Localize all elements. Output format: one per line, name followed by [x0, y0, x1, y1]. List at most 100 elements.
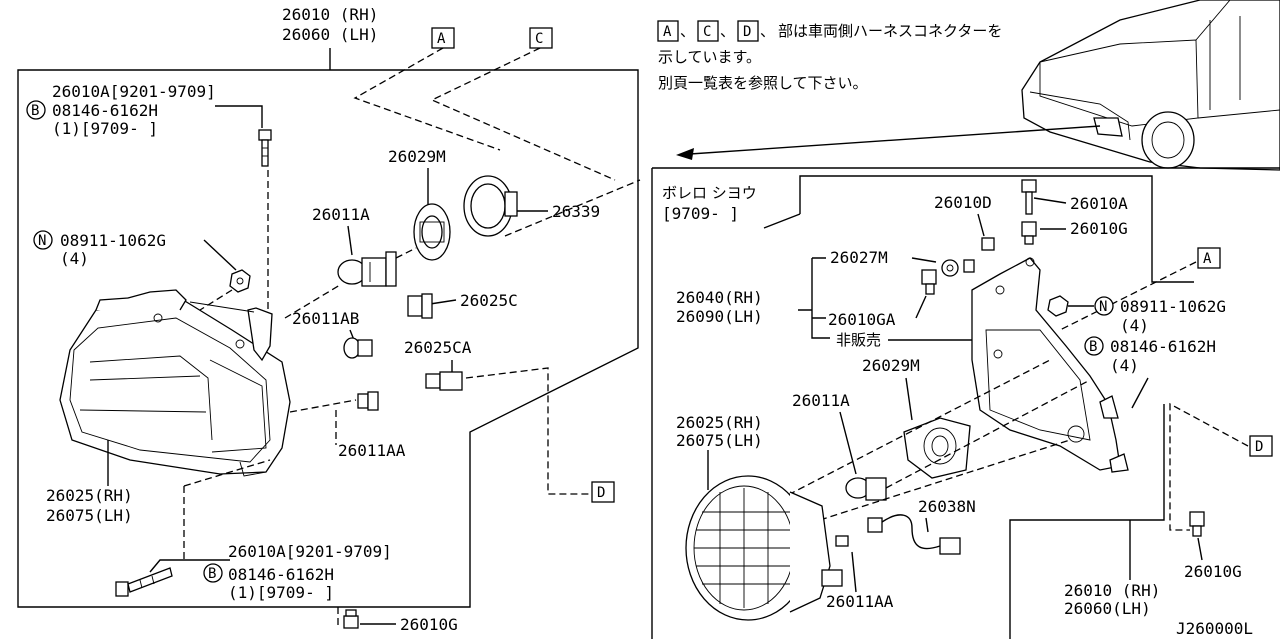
right-08146-label: 08146-6162H [1110, 337, 1216, 356]
right-26025-rh-label: 26025(RH) [676, 413, 763, 432]
left-26010A-top-label: 26010A[9201-9709] [52, 82, 216, 101]
right-08911-qty: (4) [1120, 316, 1149, 335]
left-26010G-label: 26010G [400, 615, 458, 634]
axis-dash-3 [504, 179, 641, 237]
left-08911-label: 08911-1062G [60, 231, 166, 250]
left-08911-qty: (4) [60, 249, 89, 268]
leader-26027M [911, 257, 937, 263]
leader-26011A [347, 225, 353, 256]
right-26038N-label: 26038N [918, 497, 976, 516]
left-26011AA-label: 26011AA [338, 441, 406, 460]
right-not-sold-label: 非販売 [836, 331, 881, 349]
svg-text:N: N [38, 233, 46, 249]
right-frame [651, 167, 1280, 639]
svg-text:A: A [1203, 251, 1212, 267]
left-08146-bottom-label: 08146-6162H [228, 565, 334, 584]
leader-nut-dash [199, 289, 233, 311]
right-26010-rh-label: 26010 (RH) [1064, 581, 1160, 600]
axis-dash-1 [395, 247, 417, 259]
leader-bolt-top [215, 105, 263, 128]
right-26010G-bottom-label: 26010G [1184, 562, 1242, 581]
right-08911-label: 08911-1062G [1120, 297, 1226, 316]
connector-box-d: D [591, 481, 615, 503]
bulb-26011A-icon [337, 251, 397, 287]
right-26040-rh-label: 26040(RH) [676, 288, 763, 307]
svg-text:N: N [1099, 299, 1107, 315]
socket-26029M-icon [413, 203, 451, 261]
left-26011A-label: 26011A [312, 205, 370, 224]
leader-26038N [925, 517, 929, 533]
note-box-c: C [703, 24, 711, 40]
right-26010A-label: 26010A [1070, 194, 1128, 213]
right-subframe-2 [763, 213, 1165, 639]
clip-26010G-icon [343, 609, 359, 629]
left-26011AB-label: 26011AB [292, 309, 359, 328]
connector-box-a: A [1197, 247, 1221, 269]
leader-26029M-right [905, 377, 913, 421]
bulb-26011AB-icon [343, 337, 373, 359]
left-frame [17, 69, 639, 608]
leader-bolt-bottom-dash2 [183, 459, 271, 487]
right-26011AA-label: 26011AA [826, 592, 894, 611]
grommet-26027M-icon [941, 259, 975, 277]
right-26029M-label: 26029M [862, 356, 920, 375]
note-box-a: A [663, 24, 672, 40]
left-top-lh-label: 26060 (LH) [282, 25, 378, 44]
vehicle-icon [1021, 0, 1280, 171]
svg-text:、: 、 [680, 22, 695, 40]
right-26010D-label: 26010D [934, 193, 992, 212]
clip-26010G-icon [1021, 221, 1037, 245]
circle-b-icon: B [1084, 336, 1104, 356]
leader-26010G-bottom [1197, 537, 1203, 561]
mounting-bracket-icon [971, 257, 1129, 473]
left-08146-bottom-qty: (1)[9709- ] [228, 583, 334, 602]
leader-26011AA-dash [289, 399, 357, 413]
leader-08911 [203, 239, 237, 271]
svg-text:A: A [437, 31, 446, 47]
svg-text:D: D [597, 485, 605, 501]
leader-26011AA-right [851, 551, 857, 593]
circle-b-icon: B [26, 100, 46, 120]
socket-26025CA-icon [425, 371, 463, 391]
left-08146-top-label: 08146-6162H [52, 101, 158, 120]
right-panel: ボレロ シヨウ [9709- ] A D 26010D 26010A 26010… [651, 167, 1280, 639]
leader-d-left [465, 367, 590, 495]
circle-n-icon: N [1094, 296, 1114, 316]
diagram-code: J260000L [1176, 619, 1253, 638]
bolt-26010D-icon [981, 237, 995, 251]
left-panel: 26010 (RH) 26060 (LH) A C 26010A[9201-97… [17, 5, 641, 634]
circle-n-icon: N [33, 230, 53, 250]
svg-text:C: C [535, 31, 543, 47]
leader-a-right [1059, 261, 1197, 331]
svg-text:、: 、 [760, 22, 775, 40]
left-26339-label: 26339 [552, 202, 600, 221]
right-variant-period: [9709- ] [662, 204, 739, 223]
right-subframe [799, 175, 1194, 283]
svg-text:B: B [31, 103, 39, 119]
note-line3: 別頁一覧表を参照して下さい。 [658, 74, 868, 92]
svg-text:、: 、 [720, 22, 735, 40]
pointer-arrow-head [676, 148, 694, 160]
left-26025CA-label: 26025CA [404, 338, 472, 357]
bolt-26010A-icon [1021, 179, 1037, 215]
leader-26011A-right [839, 411, 857, 475]
harness-26038N-icon [835, 514, 961, 555]
left-26025C-label: 26025C [460, 291, 518, 310]
right-26027M-label: 26027M [830, 248, 888, 267]
leader-a [353, 47, 501, 151]
bulb-26011AA-icon [357, 391, 379, 411]
left-top-rh-label: 26010 (RH) [282, 5, 378, 24]
bulb-26011A-icon [845, 477, 887, 501]
right-26090-lh-label: 26090(LH) [676, 307, 763, 326]
leader-26040-bracket [798, 257, 830, 339]
bolt-bottom-icon [115, 567, 173, 597]
svg-text:B: B [208, 566, 216, 582]
leader-26010D [977, 213, 985, 237]
note-line1: 部は車両側ハーネスコネクターを [778, 22, 1002, 40]
pointer-arrow [689, 125, 1101, 155]
left-26010A-bottom-label: 26010A[9201-9709] [228, 542, 392, 561]
right-26010GA-label: 26010GA [828, 310, 896, 329]
connector-box-c: C [529, 27, 553, 49]
note-line2: 示しています。 [658, 48, 761, 66]
axis-dash-right-1 [885, 379, 1091, 489]
